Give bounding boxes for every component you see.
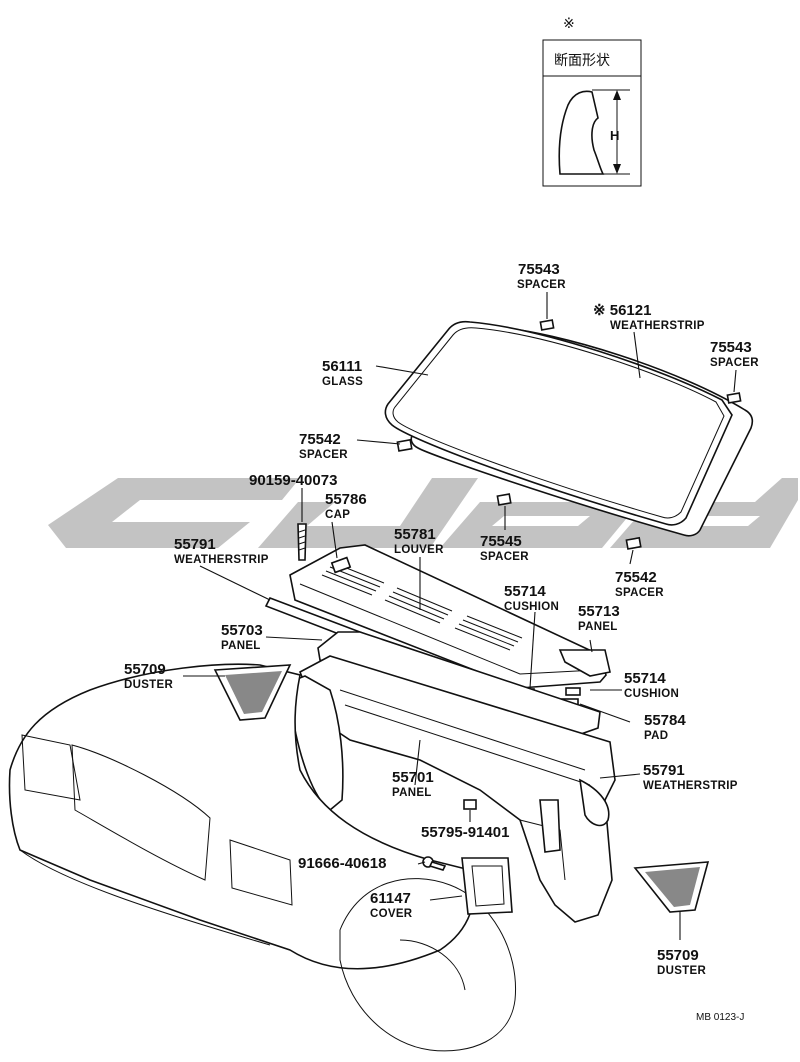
callout-number: 90159-40073	[249, 472, 337, 489]
callout-name: DUSTER	[657, 965, 706, 977]
callout-number: 55795-91401	[421, 824, 509, 841]
callout-name: PANEL	[221, 640, 261, 652]
callout-number: 55709	[657, 947, 699, 964]
callout-name: SPACER	[480, 551, 529, 563]
cross-section-inset: ※ 断面形状 H	[542, 16, 642, 187]
callout-name: PANEL	[392, 787, 432, 799]
callout-number: 55791	[174, 536, 216, 553]
bolt-91666	[422, 856, 447, 871]
callout-name: CUSHION	[504, 601, 559, 613]
cover-61147	[461, 857, 513, 915]
callout-number: 91666-40618	[298, 855, 386, 872]
callout-number: 55713	[578, 603, 620, 620]
spacer-75543-right	[726, 392, 742, 404]
spacer-75545	[496, 493, 512, 506]
callout-name: PANEL	[578, 621, 618, 633]
callout-number: 75545	[480, 533, 522, 550]
windshield-glass	[384, 320, 754, 537]
callout-number: 55703	[221, 622, 263, 639]
callout-number: 55714	[504, 583, 546, 600]
callout-number: 75542	[299, 431, 341, 448]
spacer-75542-bottom	[625, 536, 642, 550]
inset-title: 断面形状	[554, 53, 610, 69]
callout-number: 55784	[644, 712, 686, 729]
callout-name: CUSHION	[624, 688, 679, 700]
clip-55795	[463, 799, 477, 810]
callout-name: GLASS	[322, 376, 363, 388]
callout-name: SPACER	[299, 449, 348, 461]
callout-number: 75543	[518, 261, 560, 278]
callout-name: COVER	[370, 908, 413, 920]
callout-number: 61147	[370, 890, 411, 907]
footer-code: MB 0123-J	[696, 1012, 744, 1023]
callout-name: SPACER	[517, 279, 566, 291]
spacer-75542-left	[396, 438, 413, 452]
callout-name: PAD	[644, 730, 668, 742]
spacer-75543-top	[539, 319, 555, 331]
callout-number: 55781	[394, 526, 436, 543]
callout-number: 55714	[624, 670, 666, 687]
dusters	[213, 664, 710, 913]
inset-dimension-label: H	[610, 128, 619, 143]
callout-name: WEATHERSTRIP	[174, 554, 269, 566]
callout-name: SPACER	[710, 357, 759, 369]
callout-number: 55701	[392, 769, 434, 786]
callout-name: CAP	[325, 509, 350, 521]
callout-number: ※ 56121	[593, 302, 651, 319]
leader-lines	[183, 292, 737, 940]
callout-number: 75543	[710, 339, 752, 356]
car-body-outline	[8, 663, 517, 1052]
callout-name: WEATHERSTRIP	[643, 780, 738, 792]
callout-number: 55786	[325, 491, 367, 508]
callout-name: LOUVER	[394, 544, 444, 556]
callout-number: 55709	[124, 661, 166, 678]
callout-name: SPACER	[615, 587, 664, 599]
inset-symbol: ※	[563, 16, 575, 32]
callout-number: 75542	[615, 569, 657, 586]
callout-number: 55791	[643, 762, 685, 779]
callout-name: DUSTER	[124, 679, 173, 691]
callout-name: WEATHERSTRIP	[610, 320, 705, 332]
cushion-55714-b	[565, 687, 581, 696]
dash-panel-55701	[288, 655, 616, 923]
callout-number: 56111	[322, 358, 362, 375]
spacers	[396, 319, 742, 550]
callout-labels: 75543 SPACER ※ 56121 WEATHERSTRIP 75543 …	[124, 261, 759, 977]
cap-55786	[330, 556, 352, 574]
watermark-logo	[48, 478, 798, 548]
screw-90159	[297, 523, 307, 561]
